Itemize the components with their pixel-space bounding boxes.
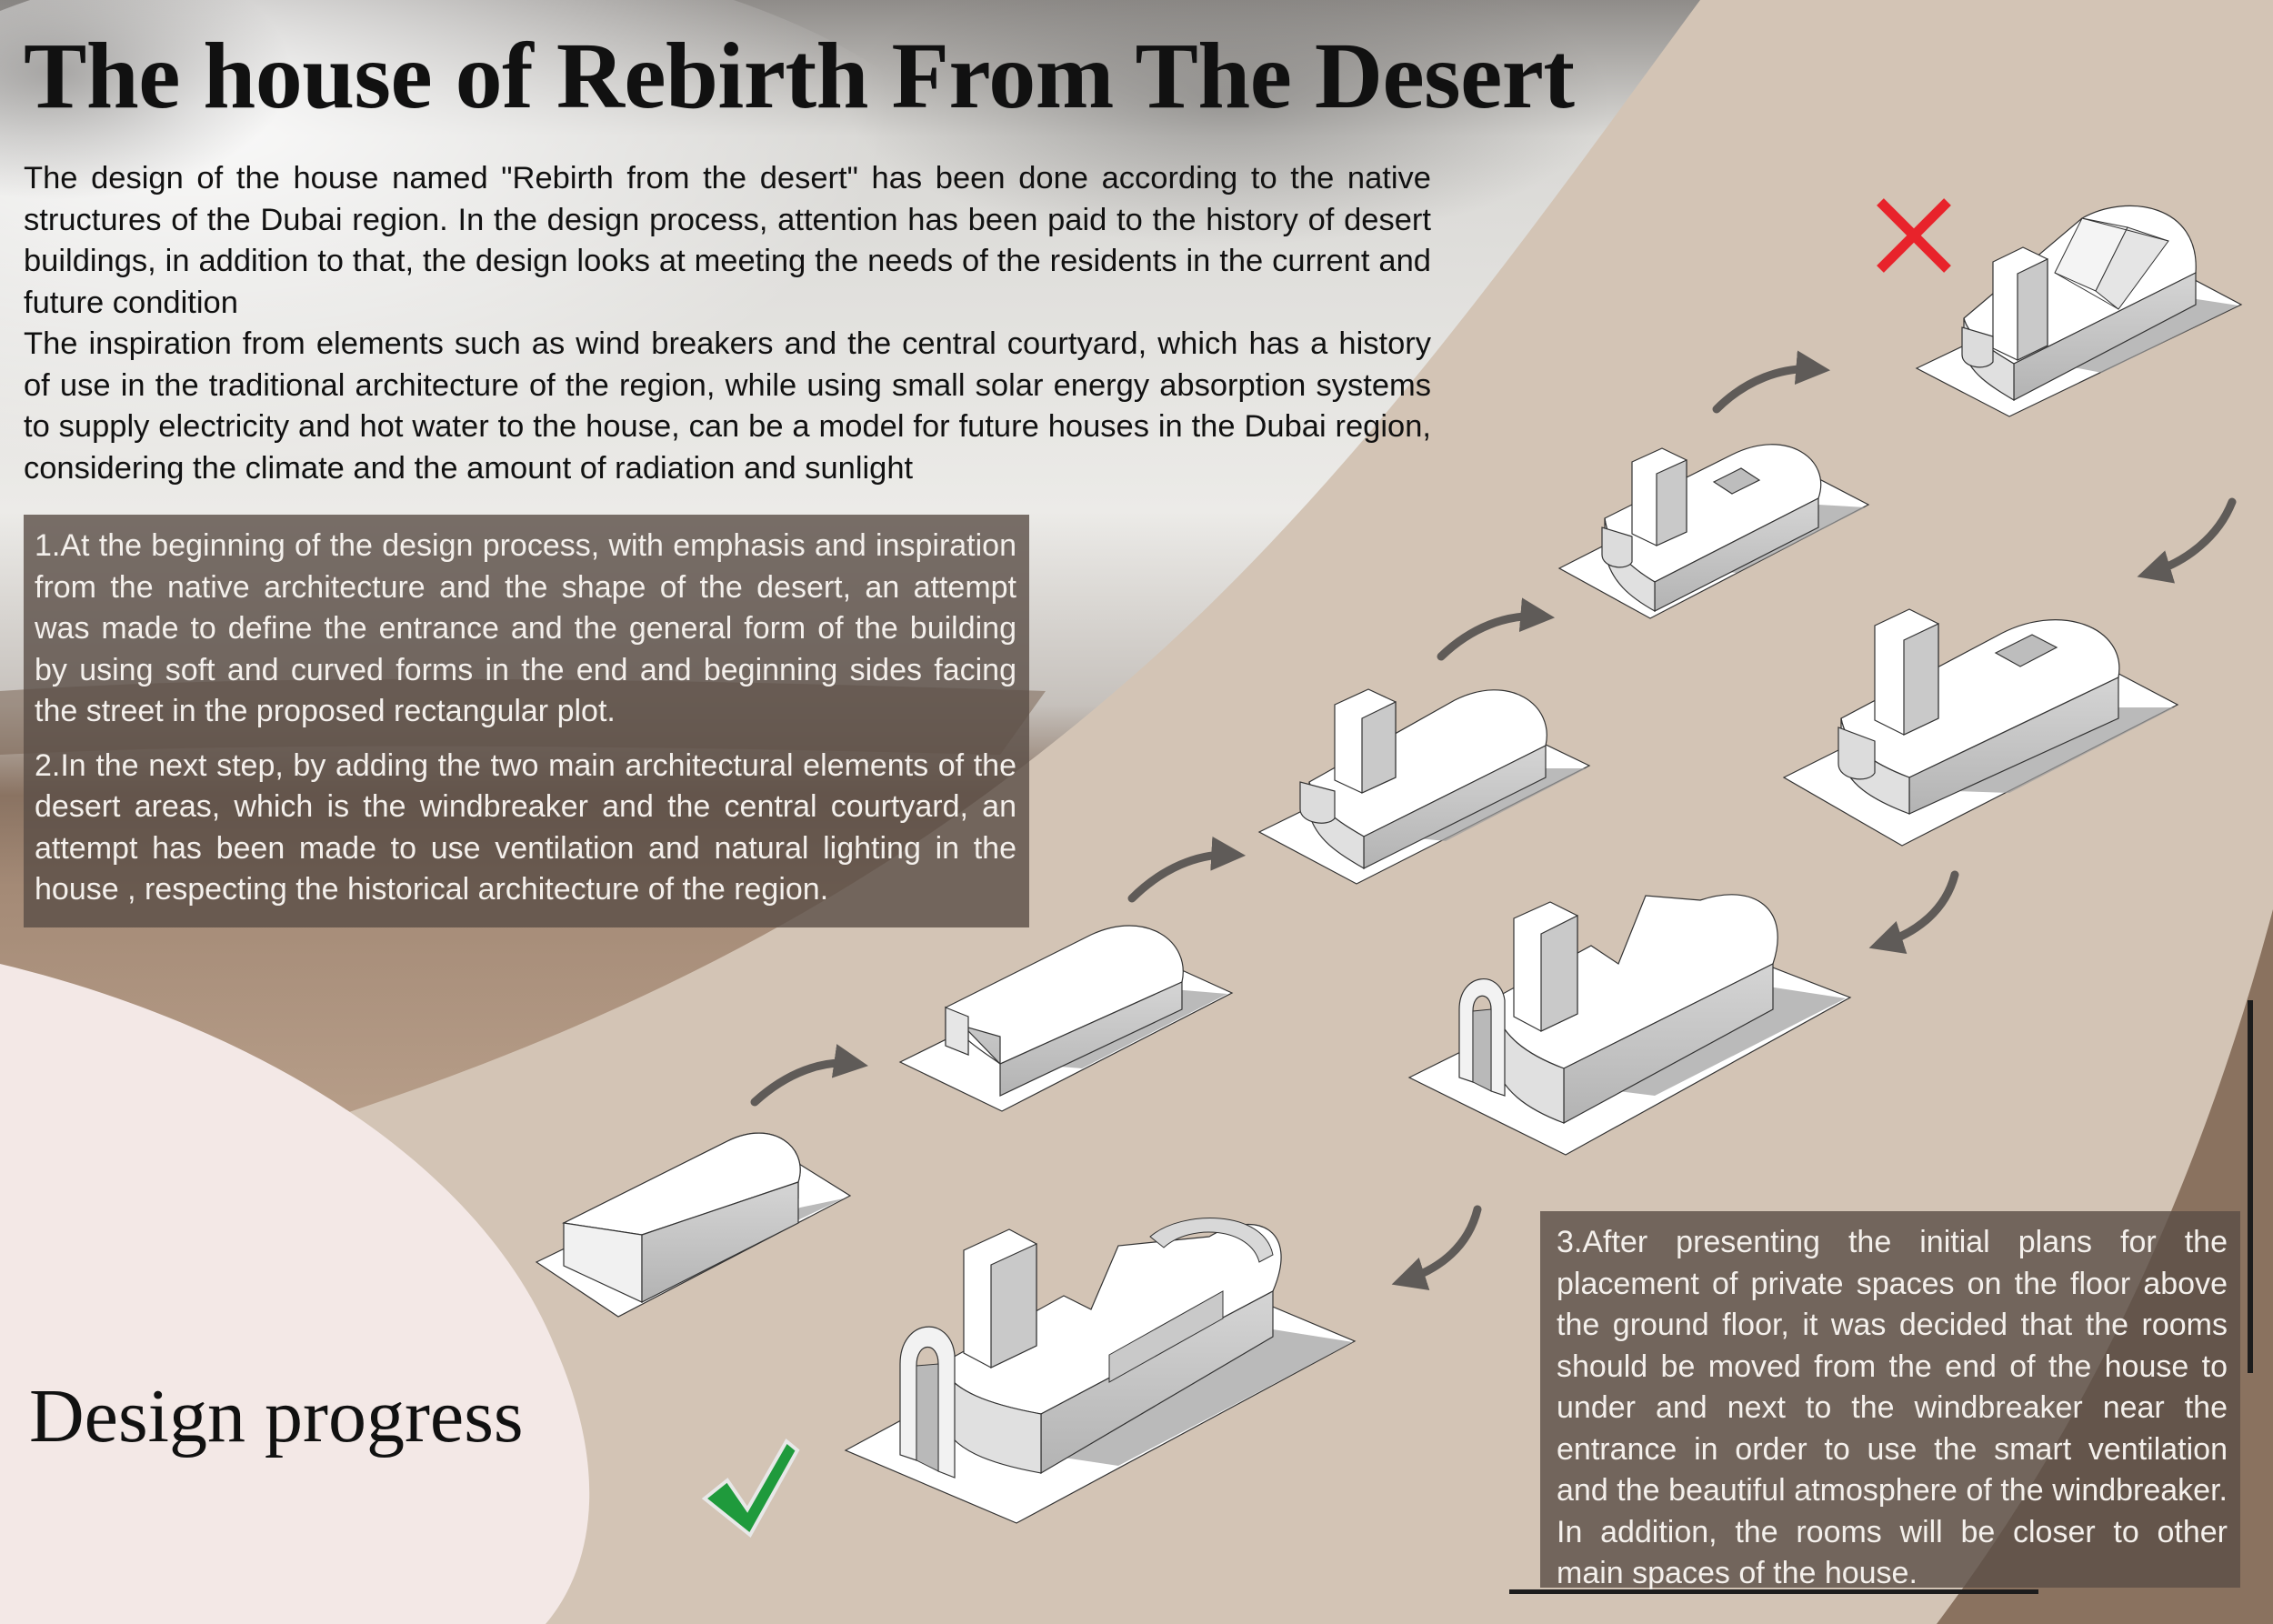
steps-1-2-panel: 1.At the beginning of the design process… (24, 515, 1029, 927)
arrow-6-to-7 (1868, 870, 1959, 954)
step-1-text: 1.At the beginning of the design process… (35, 528, 1016, 728)
stage-revised-courtyard (1782, 608, 2179, 847)
stage-windbreaker (1257, 688, 1591, 885)
red-cross-icon (1877, 198, 1951, 273)
arrow-7-to-8 (1391, 1205, 1482, 1290)
arrow-5-to-6 (2137, 497, 2237, 584)
flow-arrows (750, 350, 2237, 1290)
intro-paragraph-1: The design of the house named "Rebirth f… (24, 161, 1431, 320)
intro-paragraph-2: The inspiration from elements such as wi… (24, 326, 1431, 486)
stage-final-design (844, 1218, 1357, 1524)
green-check-icon (701, 1438, 800, 1539)
stage-entrance-curve (898, 925, 1234, 1112)
arrow-3-to-4 (1437, 597, 1556, 661)
stage-courtyard (1557, 444, 1870, 619)
stage-arched-entrance (1407, 894, 1852, 1156)
section-label-design-progress: Design progress (29, 1374, 524, 1459)
step-3-panel: 3.After presenting the initial plans for… (1540, 1211, 2240, 1590)
page-title: The house of Rebirth From The Desert (24, 24, 1575, 128)
stage-base-volume (535, 1132, 852, 1318)
intro-text: The design of the house named "Rebirth f… (24, 158, 1431, 489)
arrow-4-to-5 (1712, 350, 1831, 414)
arrow-2-to-3 (1127, 836, 1247, 903)
step-3-text: 3.After presenting the initial plans for… (1557, 1225, 2228, 1590)
stage-rejected-upper-floor (1915, 205, 2243, 417)
step-2-text: 2.In the next step, by adding the two ma… (35, 747, 1016, 907)
arrow-1-to-2 (750, 1044, 868, 1107)
